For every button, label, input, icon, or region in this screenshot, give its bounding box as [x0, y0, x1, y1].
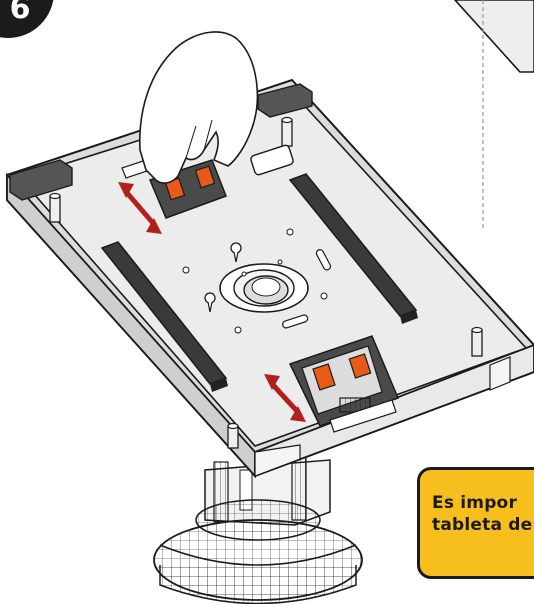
- upper-clamp-latch[interactable]: [194, 165, 216, 189]
- lower-clamp-latch[interactable]: [348, 353, 372, 379]
- right-rail: [288, 173, 418, 324]
- pedestal-stand: [153, 455, 363, 604]
- step-number: 6: [10, 0, 31, 26]
- post: [281, 116, 293, 147]
- center-mount: [219, 263, 309, 313]
- keyhole-icon: [204, 292, 216, 313]
- post: [49, 192, 61, 223]
- post: [471, 326, 483, 357]
- double-arrow-icon: [264, 374, 306, 422]
- step-badge: 6: [0, 0, 54, 38]
- lower-clamp-latch[interactable]: [312, 363, 336, 391]
- corner-posts: [49, 116, 483, 449]
- next-panel-preview: [453, 0, 534, 73]
- slot-holes: [250, 144, 332, 329]
- note-line-2: tableta de: [432, 515, 533, 535]
- left-rail: [100, 241, 228, 392]
- double-arrow-icon: [118, 182, 162, 234]
- screw-holes: [182, 228, 328, 334]
- note-callout: Es impor tableta de: [417, 467, 534, 579]
- keyhole-icon: [230, 242, 242, 263]
- note-line-1: Es impor: [432, 493, 518, 513]
- post: [227, 422, 239, 449]
- hand-icon: [139, 31, 259, 184]
- lower-clamp[interactable]: [288, 335, 399, 433]
